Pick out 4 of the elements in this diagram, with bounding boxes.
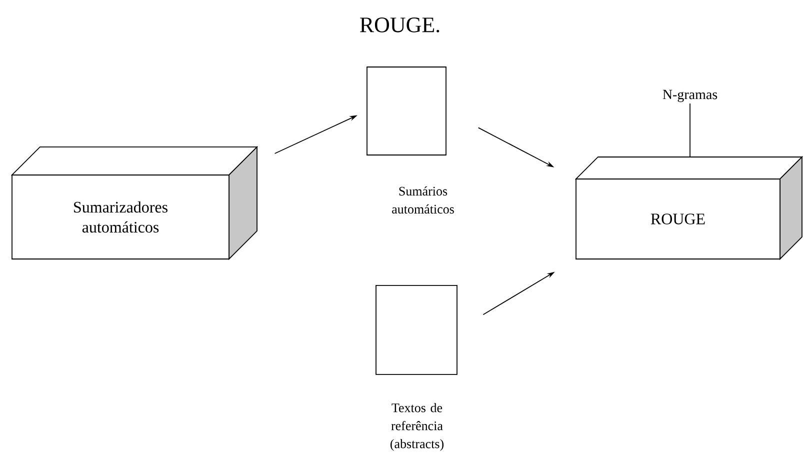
box-caption: Textos de referência (abstracts) <box>390 403 444 451</box>
title: ROUGE. <box>360 18 440 32</box>
box-caption: Sumários automáticos <box>392 186 454 214</box>
node-label: N-gramas <box>662 90 718 102</box>
